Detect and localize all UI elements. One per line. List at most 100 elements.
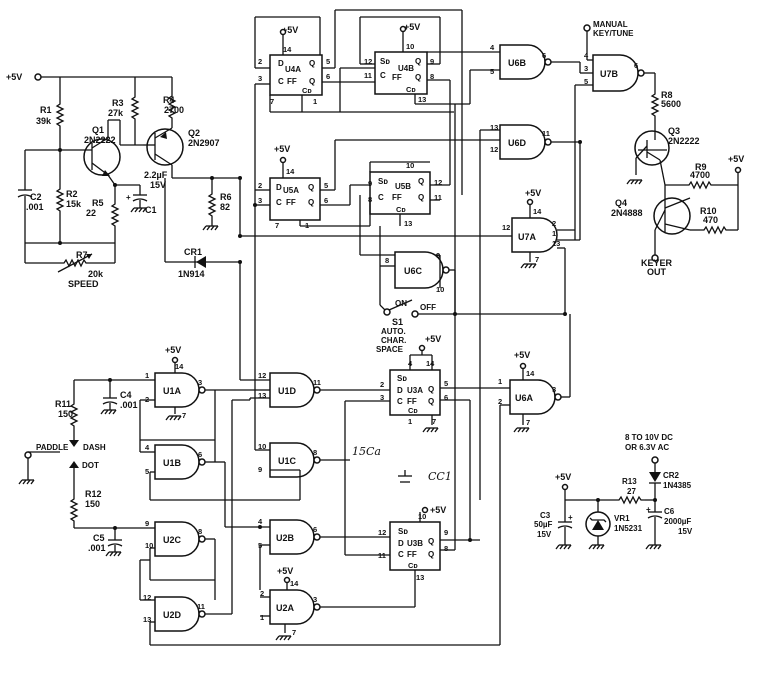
svg-text:1: 1 [498, 377, 502, 386]
svg-text:5: 5 [326, 57, 330, 66]
svg-text:D: D [276, 183, 282, 192]
manual-key-input[interactable]: MANUAL KEY/TUNE [583, 20, 634, 60]
svg-text:12: 12 [143, 593, 151, 602]
svg-text:15V: 15V [537, 530, 552, 539]
svg-text:S1: S1 [392, 317, 403, 327]
svg-text:3: 3 [584, 64, 588, 73]
svg-text:2N2907: 2N2907 [188, 138, 220, 148]
resistor-r5 [168, 77, 176, 128]
gate-u2b: U2B 45 6 [224, 462, 390, 590]
svg-text:.001: .001 [26, 202, 44, 212]
svg-text:Q: Q [428, 385, 434, 394]
svg-text:2: 2 [498, 397, 502, 406]
svg-text:50µF: 50µF [534, 520, 553, 529]
svg-text:Q: Q [308, 198, 314, 207]
svg-text:150: 150 [85, 499, 100, 509]
svg-text:12: 12 [378, 528, 386, 537]
gate-u1b: U1B 45 6 [139, 400, 300, 501]
vcc-u6a: +5V [514, 350, 530, 380]
svg-text:U1B: U1B [163, 458, 182, 468]
svg-text:7: 7 [182, 411, 186, 420]
svg-text:+5V: +5V [277, 566, 293, 576]
ac-input[interactable]: 8 TO 10V DC OR 6.3V AC [625, 433, 673, 472]
svg-text:R1: R1 [40, 105, 52, 115]
vcc-u2a: +5V [277, 566, 293, 590]
svg-text:10: 10 [406, 42, 414, 51]
svg-text:PADDLE: PADDLE [36, 443, 69, 452]
vcc-input: +5V [6, 72, 172, 82]
svg-text:Q: Q [309, 77, 315, 86]
vcc-supply-out: +5V [555, 472, 571, 500]
svg-text:1: 1 [408, 417, 412, 426]
svg-text:2: 2 [260, 589, 264, 598]
svg-text:1N5231: 1N5231 [614, 524, 643, 533]
svg-text:6: 6 [198, 450, 202, 459]
svg-text:DASH: DASH [83, 443, 106, 452]
resistor-r2: R2 15k [56, 150, 82, 243]
paddle-input[interactable]: PADDLE DASH DOT [18, 430, 106, 485]
svg-text:7: 7 [275, 221, 279, 230]
svg-text:U6A: U6A [515, 393, 534, 403]
gate-u6c: U6C 8 910 [380, 251, 455, 294]
svg-text:U3A: U3A [407, 386, 423, 395]
capacitor-c4: C4 .001 [100, 380, 138, 415]
resistor-r10: R10 470 [690, 206, 738, 234]
transistor-q3: Q3 2N2222 [626, 125, 700, 186]
capacitor-c2: C2 .001 [17, 149, 60, 243]
svg-text:D: D [398, 539, 404, 548]
svg-text:+5V: +5V [430, 505, 446, 515]
svg-text:1: 1 [313, 97, 317, 106]
svg-text:U6D: U6D [508, 138, 527, 148]
svg-text:+: + [568, 513, 573, 522]
svg-text:6: 6 [313, 525, 317, 534]
capacitor-c5: C5 .001 [88, 528, 123, 557]
u5-wiring [239, 80, 500, 305]
svg-text:2N2222: 2N2222 [84, 135, 116, 145]
r5-value: 2700 [164, 105, 184, 115]
svg-text:15k: 15k [66, 199, 82, 209]
gate-u7b: U7B 43 56 [574, 51, 656, 240]
svg-text:9: 9 [444, 528, 448, 537]
svg-text:Sᴅ: Sᴅ [380, 57, 390, 66]
svg-text:14: 14 [286, 167, 295, 176]
svg-text:1N914: 1N914 [178, 269, 205, 279]
svg-text:15Ca: 15Ca [352, 445, 381, 458]
svg-text:9: 9 [258, 465, 262, 474]
svg-text:+5V: +5V [728, 154, 744, 164]
svg-text:R6: R6 [220, 192, 232, 202]
svg-text:R3: R3 [112, 98, 124, 108]
svg-text:470: 470 [703, 215, 718, 225]
keyer-out[interactable]: KEYER OUT [641, 254, 673, 277]
svg-text:+5V: +5V [6, 72, 22, 82]
switch-s1[interactable]: ON OFF S1 AUTO. CHAR. SPACE [376, 299, 565, 354]
svg-text:C3: C3 [540, 511, 551, 520]
svg-text:9: 9 [430, 57, 434, 66]
vcc-q4: +5V [728, 154, 744, 230]
svg-text:FF: FF [287, 77, 297, 86]
vcc-u1a: +5V [165, 345, 181, 373]
svg-text:OUT: OUT [647, 267, 667, 277]
svg-text:8: 8 [430, 72, 434, 81]
svg-text:CC1: CC1 [428, 470, 452, 483]
transistor-q2: Q2 2N2907 [143, 127, 220, 178]
svg-text:FF: FF [407, 397, 417, 406]
svg-text:Cᴅ: Cᴅ [396, 205, 406, 214]
svg-text:2: 2 [258, 57, 262, 66]
svg-text:5600: 5600 [661, 99, 681, 109]
svg-text:1: 1 [260, 613, 264, 622]
resistor-r12: R12 150 [70, 480, 150, 529]
svg-text:Q: Q [418, 193, 424, 202]
zener-vr1: VR1 1N5231 [585, 500, 643, 550]
svg-text:MANUAL: MANUAL [593, 20, 628, 29]
svg-text:Cᴅ: Cᴅ [406, 85, 416, 94]
svg-text:U2D: U2D [163, 610, 182, 620]
r5-label: R4 [163, 95, 175, 105]
svg-text:+5V: +5V [555, 472, 571, 482]
svg-text:U1D: U1D [278, 386, 297, 396]
svg-text:Cᴅ: Cᴅ [408, 406, 418, 415]
resistor-r8: R8 5600 [651, 89, 681, 125]
svg-text:11: 11 [364, 71, 372, 80]
